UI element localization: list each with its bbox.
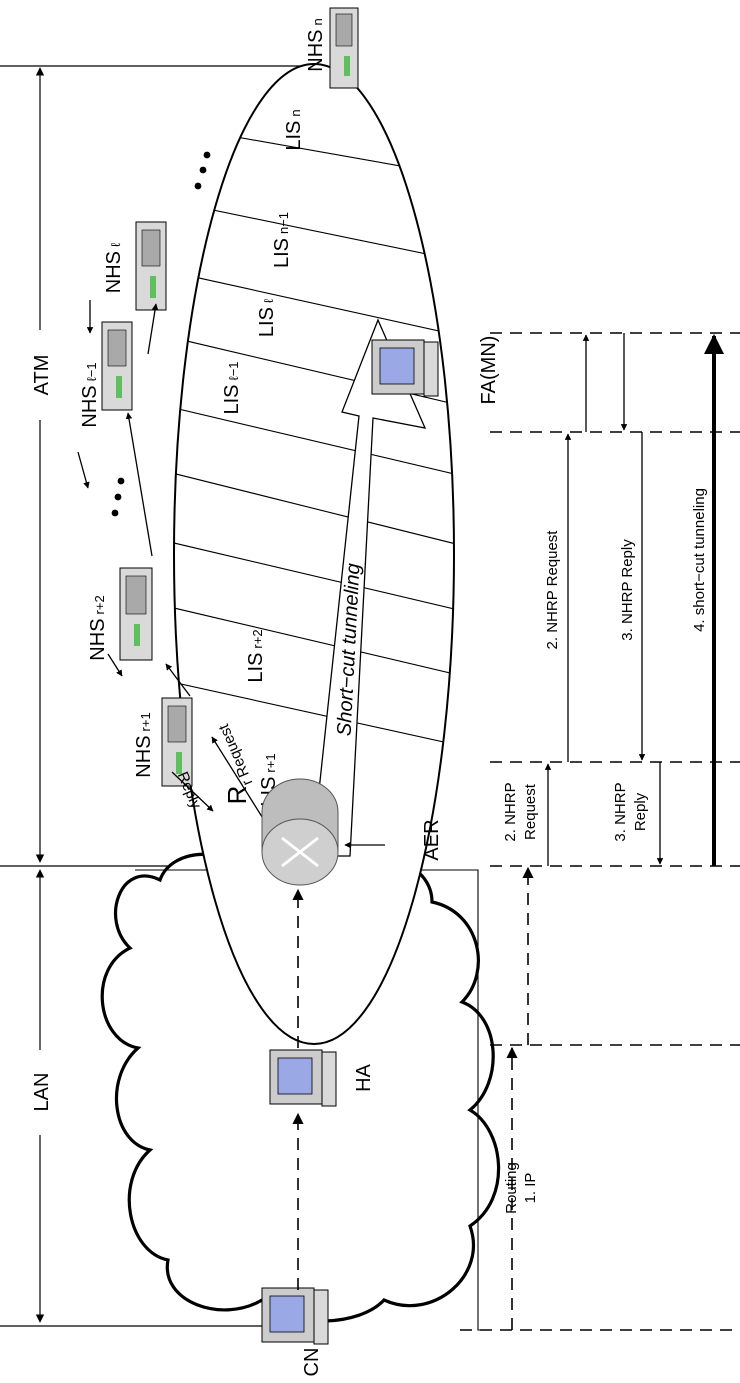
lan-label: LAN [31,1073,53,1112]
lis-label-l: LISℓ [256,298,278,337]
nhs-server-r1 [161,697,193,787]
nhs-label-l-1: NHSℓ−1 [79,362,101,427]
nhs-label-r1: NHSr+1 [133,712,155,777]
lis-label-n: LISn [283,109,305,150]
nhs-label-n: NHSn [305,18,327,71]
seq-tunnel: 4. short−cut tunneling [691,488,708,632]
nhs-label-l: NHSℓ [103,242,125,293]
nhs-server-l-1 [101,321,133,411]
host-ha [269,1049,337,1107]
region-brackets: ATM LAN [0,65,310,1327]
router-aer [261,778,339,886]
atm-label: ATM [31,355,53,396]
nhs-server-n [329,7,359,89]
host-cn [261,1287,329,1345]
seq-rep-b: 3. NHRP Reply [619,539,636,641]
nhs-label-r2: NHSr+2 [87,595,109,660]
sequence-lifelines [460,332,740,1331]
host-fa-mn [371,339,439,397]
nhs-labels: NHSn NHSℓ NHSℓ−1 NHSr+2 NHSr+1 [79,18,327,777]
nhs-server-l [135,221,167,311]
aer-label: AER [421,819,443,860]
sequence-arrows [506,333,724,1330]
nhs-arrows [77,300,265,821]
lis-labels: LISn LISn−1 LISℓ LISℓ−1 LISr+2 LISr+1 [221,109,305,806]
atm-ellipse [173,63,455,1045]
ha-label: HA [353,1063,375,1091]
router-label: R [222,786,252,805]
lis-label-r2: LISr+2 [245,629,267,682]
fa-label: FA(MN) [478,336,500,405]
lis-label-l-1: LISℓ−1 [221,361,243,414]
lis-label-n-1: LISn−1 [271,212,293,268]
cn-label: CN [301,1348,323,1377]
seq-req-b: 2. NHRP Request [544,530,561,650]
nhs-server-r2 [119,567,153,661]
ellipsis-dots [111,151,211,517]
